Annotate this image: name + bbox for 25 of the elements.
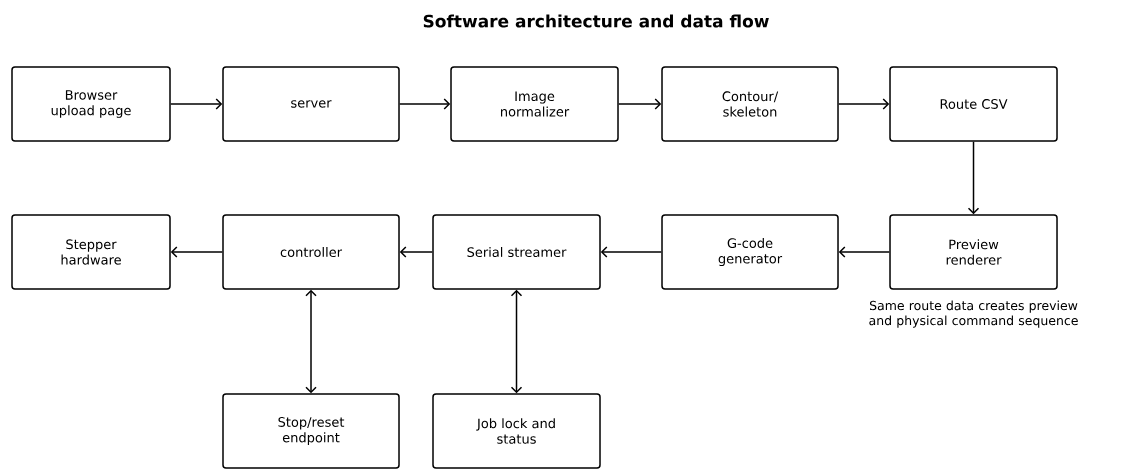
- process-box: Route CSV: [889, 66, 1058, 142]
- arrow: [170, 98, 223, 110]
- process-box: Contour/ skeleton: [661, 66, 839, 142]
- arrow: [399, 246, 433, 258]
- arrow: [170, 246, 223, 258]
- arrow: [967, 141, 980, 215]
- process-box: G-code generator: [661, 214, 839, 290]
- process-box: Image normalizer: [450, 66, 619, 142]
- note: Same route data creates preview and physical command sequence: [869, 300, 1078, 328]
- process-box: Stepper hardware: [11, 214, 171, 290]
- arrow: [838, 98, 890, 110]
- process-box: Browser upload page: [11, 66, 171, 142]
- process-box: Preview renderer: [889, 214, 1058, 290]
- arrow: [600, 246, 662, 258]
- arrow: [618, 98, 662, 110]
- process-box: server: [222, 66, 400, 142]
- arrow: [399, 98, 451, 110]
- arrow: [510, 289, 523, 394]
- process-box: controller: [222, 214, 400, 290]
- arrow: [305, 289, 317, 394]
- process-box: Job lock and status: [432, 393, 601, 469]
- title: Software architecture and data flow: [423, 14, 769, 28]
- arrow: [838, 246, 890, 258]
- process-box: Serial streamer: [432, 214, 601, 290]
- process-box: Stop/reset endpoint: [222, 393, 400, 469]
